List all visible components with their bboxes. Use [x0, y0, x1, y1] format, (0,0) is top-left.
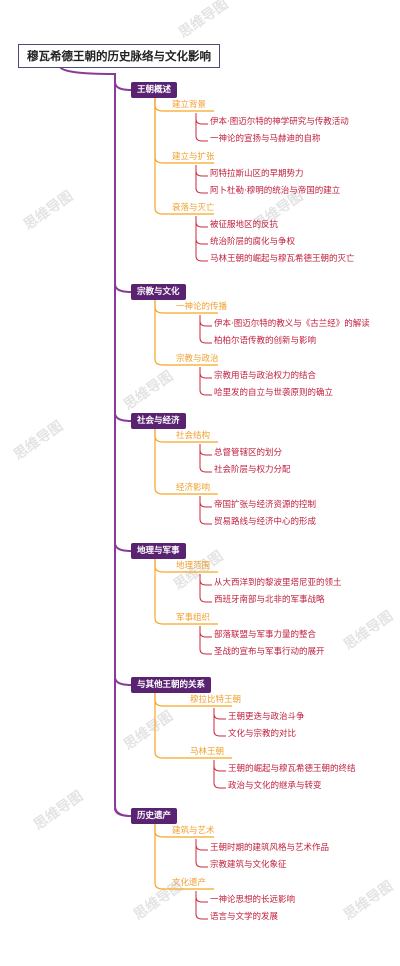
leaf-6-2-1[interactable]: 一神论思想的长远影响 — [210, 895, 296, 905]
section-topic-5[interactable]: 与其他王朝的关系 — [131, 677, 212, 693]
connector — [199, 496, 212, 525]
leaf-4-2-2[interactable]: 圣战的宣布与军事行动的展开 — [214, 647, 325, 657]
connector — [213, 760, 226, 789]
subtopic-6-2[interactable]: 文化遗产 — [172, 878, 207, 888]
connector — [154, 824, 214, 890]
connector — [199, 574, 212, 586]
root-topic[interactable]: 穆瓦希德王朝的历史脉络与文化影响 — [18, 44, 220, 68]
subtopic-3-1[interactable]: 社会结构 — [176, 431, 211, 441]
leaf-4-1-2[interactable]: 西班牙南部与北非的军事战略 — [214, 595, 325, 605]
subtopic-1-3[interactable]: 衰落与灭亡 — [172, 203, 215, 213]
connector — [195, 216, 208, 245]
leaf-2-1-1[interactable]: 伊本·图迈尔特的教义与《古兰经》的解读 — [214, 319, 370, 329]
subtopic-1-1[interactable]: 建立背景 — [172, 100, 207, 110]
connector — [199, 315, 212, 327]
connector — [213, 708, 226, 720]
connector — [213, 708, 226, 737]
section-topic-2[interactable]: 宗教与文化 — [131, 284, 186, 300]
connector — [154, 300, 218, 366]
leaf-6-1-1[interactable]: 王朝时期的建筑风格与艺术作品 — [210, 843, 330, 853]
connector — [199, 444, 212, 456]
subtopic-5-2[interactable]: 马林王朝 — [190, 747, 225, 757]
connector — [154, 693, 232, 759]
leaf-5-2-2[interactable]: 政治与文化的继承与转变 — [228, 781, 322, 791]
connector — [114, 81, 132, 91]
connector — [195, 891, 208, 903]
leaf-1-1-1[interactable]: 伊本·图迈尔特的神学研究与传教活动 — [210, 117, 349, 127]
leaf-2-2-1[interactable]: 宗教用语与政治权力的结合 — [214, 371, 317, 381]
connector — [199, 496, 212, 508]
leaf-6-2-2[interactable]: 语言与文学的发展 — [210, 912, 279, 922]
connector — [154, 98, 214, 215]
connector — [199, 367, 212, 379]
section-topic-6[interactable]: 历史遗产 — [131, 808, 178, 824]
section-topic-4[interactable]: 地理与军事 — [131, 543, 186, 559]
connector — [199, 315, 212, 344]
leaf-1-2-2[interactable]: 阿卜杜勒·穆明的统治与帝国的建立 — [210, 186, 341, 196]
leaf-2-2-2[interactable]: 哈里发的自立与世袭原则的确立 — [214, 388, 334, 398]
connector — [154, 559, 218, 625]
connector — [195, 839, 208, 851]
connector — [195, 839, 208, 868]
connector — [199, 444, 212, 473]
connector — [195, 216, 208, 262]
connector — [114, 807, 132, 817]
leaf-1-3-1[interactable]: 被征服地区的反抗 — [210, 220, 279, 230]
connector — [195, 216, 208, 228]
connector — [59, 65, 132, 817]
leaf-5-1-1[interactable]: 王朝更迭与政治斗争 — [228, 712, 305, 722]
connector — [114, 412, 132, 422]
leaf-3-1-1[interactable]: 总督管辖区的划分 — [214, 448, 283, 458]
subtopic-4-2[interactable]: 军事组织 — [176, 613, 211, 623]
connector — [199, 367, 212, 396]
leaf-3-1-2[interactable]: 社会阶层与权力分配 — [214, 465, 291, 475]
connector — [213, 760, 226, 772]
subtopic-1-2[interactable]: 建立与扩张 — [172, 152, 215, 162]
leaf-6-1-2[interactable]: 宗教建筑与文化象征 — [210, 860, 287, 870]
connector — [195, 165, 208, 194]
leaf-1-2-1[interactable]: 阿特拉斯山区的早期势力 — [210, 169, 304, 179]
leaf-1-1-2[interactable]: 一神论的宣扬与马赫迪的自称 — [210, 134, 321, 144]
subtopic-4-1[interactable]: 地理范围 — [176, 561, 211, 571]
subtopic-3-2[interactable]: 经济影响 — [176, 483, 211, 493]
connector — [195, 113, 208, 142]
connector — [199, 626, 212, 655]
leaf-1-3-2[interactable]: 统治阶层的腐化与争权 — [210, 237, 296, 247]
connector — [195, 113, 208, 125]
section-topic-1[interactable]: 王朝概述 — [131, 82, 178, 98]
connector — [195, 891, 208, 920]
connector — [199, 574, 212, 603]
leaf-2-1-2[interactable]: 柏柏尔语传教的创新与影响 — [214, 336, 317, 346]
connector — [114, 542, 132, 552]
subtopic-5-1[interactable]: 穆拉比特王朝 — [190, 695, 242, 705]
connector — [114, 283, 132, 293]
section-topic-3[interactable]: 社会与经济 — [131, 413, 186, 429]
connector — [199, 626, 212, 638]
connector — [114, 676, 132, 686]
connector — [195, 165, 208, 177]
leaf-5-1-2[interactable]: 文化与宗教的对比 — [228, 729, 297, 739]
subtopic-6-1[interactable]: 建筑与艺术 — [172, 826, 215, 836]
leaf-3-2-2[interactable]: 贸易路线与经济中心的形成 — [214, 517, 317, 527]
leaf-4-2-1[interactable]: 部落联盟与军事力量的整合 — [214, 630, 317, 640]
subtopic-2-2[interactable]: 宗教与政治 — [176, 354, 219, 364]
leaf-4-1-1[interactable]: 从大西洋到的黎波里塔尼亚的领土 — [214, 578, 342, 588]
leaf-5-2-1[interactable]: 王朝的崛起与穆瓦希德王朝的终结 — [228, 764, 356, 774]
connector — [154, 429, 218, 495]
leaf-3-2-1[interactable]: 帝国扩张与经济资源的控制 — [214, 500, 317, 510]
subtopic-2-1[interactable]: 一神论的传播 — [176, 302, 228, 312]
leaf-1-3-3[interactable]: 马林王朝的崛起与穆瓦希德王朝的灭亡 — [210, 254, 355, 264]
